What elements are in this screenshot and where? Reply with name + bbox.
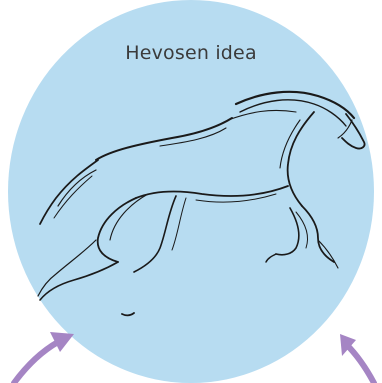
left-arrow-icon xyxy=(14,332,74,383)
right-arrow-icon xyxy=(340,334,374,383)
